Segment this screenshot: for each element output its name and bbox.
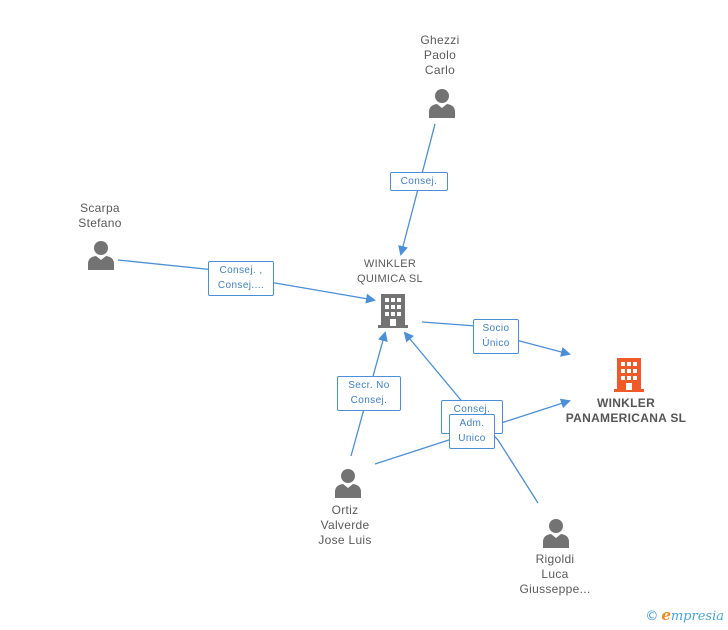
- building-icon[interactable]: [378, 294, 408, 328]
- node-label-ghezzi: Ghezzi Paolo Carlo: [410, 33, 470, 78]
- node-label-line: Carlo: [424, 63, 456, 77]
- person-icon[interactable]: [542, 518, 570, 548]
- node-label-winkler-quimica: WINKLER QUIMICA SL: [345, 257, 435, 287]
- node-label-ortiz: Ortiz Valverde Jose Luis: [305, 503, 385, 548]
- edge-label-line: Consej.: [453, 404, 491, 415]
- node-label-line: QUIMICA SL: [357, 273, 423, 285]
- node-label-line: Valverde: [320, 518, 370, 532]
- edge-label-line: Unico: [458, 433, 486, 444]
- edge-label-scarpa-quimica[interactable]: Consej. , Consej....: [208, 261, 274, 296]
- node-label-line: WINKLER: [363, 258, 417, 270]
- edge-label-line: Único: [482, 338, 510, 349]
- node-label-line: Luca: [541, 567, 569, 581]
- node-label-winkler-panamericana[interactable]: WINKLER PANAMERICANA SL: [560, 396, 692, 426]
- node-label-line: Giusseppe...: [519, 582, 591, 596]
- edge-label-ortiz-panamericana[interactable]: Adm. Unico: [449, 414, 495, 449]
- node-label-line: Paolo: [423, 48, 457, 62]
- node-label-line: Ortiz: [331, 503, 359, 517]
- brand-logo-initial: e: [661, 606, 671, 624]
- person-icon[interactable]: [87, 240, 115, 270]
- edge-label-quimica-panamericana[interactable]: Socio Único: [473, 319, 519, 354]
- node-label-rigoldi: Rigoldi Luca Giusseppe...: [508, 552, 602, 597]
- building-icon[interactable]: [614, 358, 644, 392]
- node-label-line: Scarpa: [80, 201, 120, 215]
- node-label-line: Stefano: [78, 216, 122, 230]
- node-label-line: WINKLER: [596, 396, 656, 410]
- edge-label-line: Consej.: [350, 395, 388, 406]
- node-label-line: Rigoldi: [535, 552, 575, 566]
- edge-label-line: Socio: [482, 323, 510, 334]
- person-icon[interactable]: [334, 468, 362, 498]
- footer-brand: ©empresia: [645, 606, 724, 624]
- edge-label-line: Consej. ,: [219, 265, 263, 276]
- node-label-line: Ghezzi: [420, 33, 460, 47]
- edge-label-line: Secr. No: [348, 380, 390, 391]
- copyright-icon: ©: [645, 609, 659, 624]
- node-label-line: PANAMERICANA SL: [565, 411, 687, 425]
- edge-label-line: Consej....: [217, 280, 265, 291]
- node-label-scarpa: Scarpa Stefano: [68, 201, 132, 231]
- brand-logo-text: mpresia: [670, 609, 724, 624]
- edge-label-ghezzi-quimica[interactable]: Consej.: [390, 172, 448, 191]
- node-label-line: Jose Luis: [318, 533, 372, 547]
- edge-label-line: Consej.: [400, 176, 438, 187]
- edge-label-line: Adm.: [459, 418, 485, 429]
- person-icon[interactable]: [428, 88, 456, 118]
- edge-label-ortiz-quimica[interactable]: Secr. No Consej.: [337, 376, 401, 411]
